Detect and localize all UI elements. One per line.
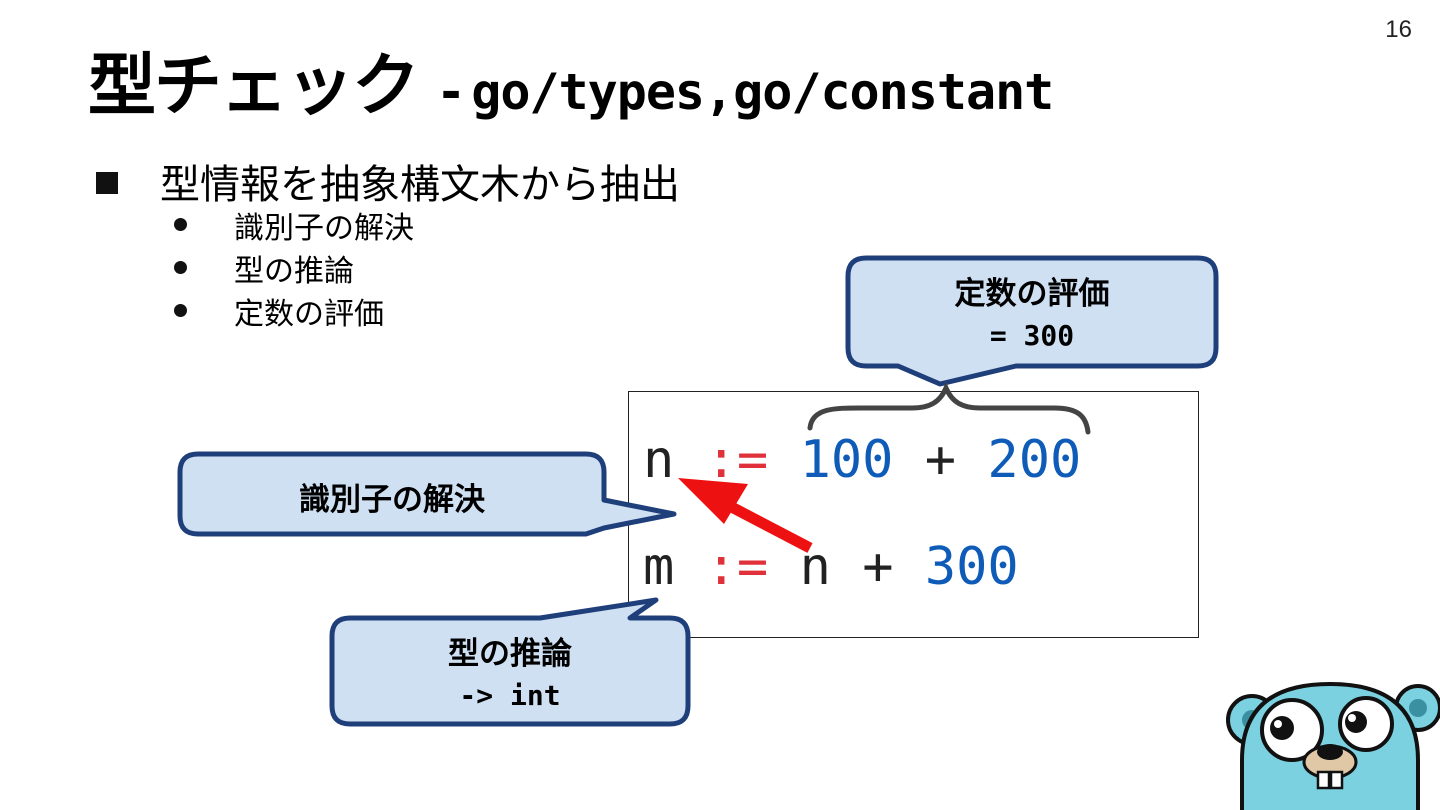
code-box: n := 100 + 200 m := n + 300 xyxy=(628,391,1199,638)
callout-eval-title: 定数の評価 xyxy=(954,276,1110,312)
sub-bullet-text: 定数の評価 xyxy=(234,296,384,332)
sub-bullet-list: 識別子の解決 型の推論 定数の評価 xyxy=(172,203,414,332)
sub-bullet-item: 識別子の解決 xyxy=(172,203,414,246)
page-number: 16 xyxy=(1385,16,1412,43)
slide-title: 型チェック- go/types,go/constant xyxy=(88,30,1054,129)
code-line-1: n := 100 + 200 xyxy=(643,434,1081,486)
bullet-dot-icon xyxy=(174,304,187,317)
title-subtitle: go/types,go/constant xyxy=(471,63,1054,121)
code-number: 200 xyxy=(987,430,1082,490)
code-ident-m: m xyxy=(643,537,675,597)
title-separator: - xyxy=(436,63,467,121)
bullet-dot-icon xyxy=(174,261,187,274)
code-plus: + xyxy=(924,430,957,490)
code-ident-ref: n xyxy=(799,537,831,597)
main-bullet-text: 型情報を抽象構文木から抽出 xyxy=(160,162,680,208)
code-number: 300 xyxy=(924,537,1019,597)
sub-bullet-item: 型の推論 xyxy=(172,246,414,289)
code-line-2: m := n + 300 xyxy=(643,541,1019,593)
sub-bullet-text: 識別子の解決 xyxy=(234,210,414,246)
callout-ident: 識別子の解決 xyxy=(180,474,604,519)
code-assign-op: := xyxy=(705,430,769,490)
code-assign-op: := xyxy=(705,537,769,597)
code-number: 100 xyxy=(799,430,894,490)
sub-bullet-text: 型の推論 xyxy=(234,253,354,289)
callout-infer-title: 型の推論 xyxy=(448,636,572,672)
gopher-mascot-icon xyxy=(1226,681,1440,810)
square-bullet-icon xyxy=(96,172,118,194)
main-bullet: 型情報を抽象構文木から抽出 xyxy=(96,152,680,210)
code-ident-n: n xyxy=(643,430,675,490)
callout-eval-detail: = 300 xyxy=(989,319,1075,352)
bullet-dot-icon xyxy=(174,218,187,231)
sub-bullet-item: 定数の評価 xyxy=(172,289,414,332)
callout-infer: 型の推論 -> int xyxy=(332,628,688,712)
callout-infer-detail: -> int xyxy=(459,679,561,712)
title-main: 型チェック xyxy=(88,47,420,126)
callout-eval: 定数の評価 = 300 xyxy=(848,268,1216,352)
code-plus: + xyxy=(862,537,894,597)
callout-ident-title: 識別子の解決 xyxy=(299,482,485,518)
